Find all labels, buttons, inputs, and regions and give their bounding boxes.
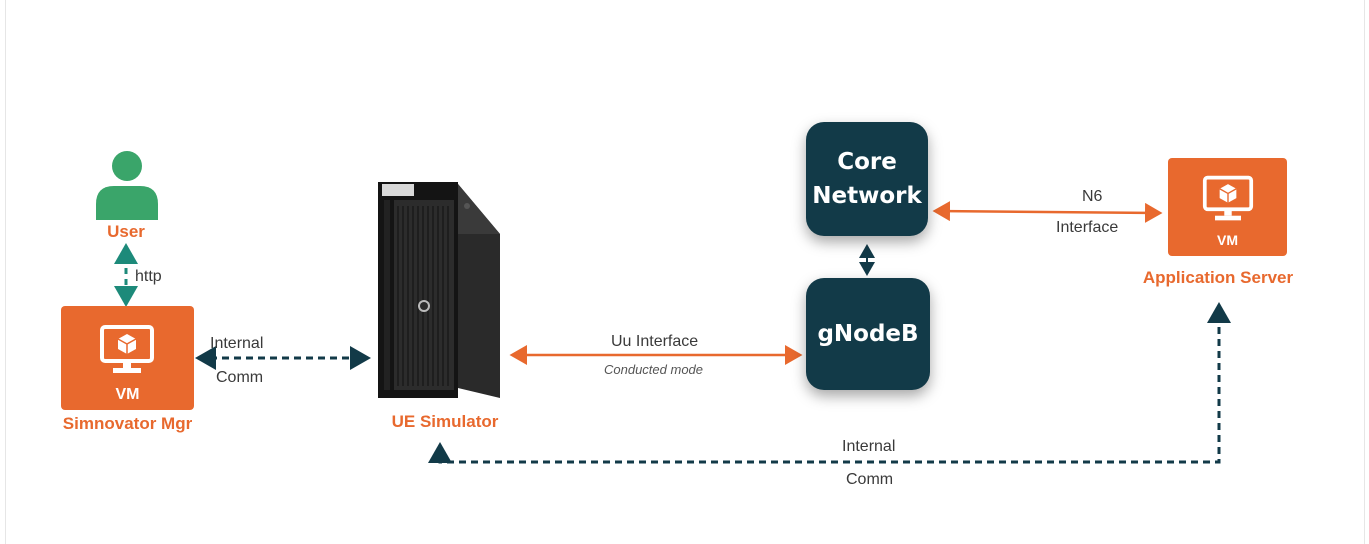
- core-network-line1: Core: [837, 149, 897, 175]
- simnovator-vm-text: VM: [115, 386, 140, 403]
- http-label: http: [135, 268, 162, 285]
- internal-comm-bottom-line1: Internal: [842, 438, 896, 455]
- app-server-label: Application Server: [1142, 268, 1294, 287]
- ue-simulator-label: UE Simulator: [391, 412, 499, 431]
- conducted-mode-label: Conducted mode: [604, 362, 704, 377]
- n6-label-line1: N6: [1082, 188, 1103, 205]
- simnovator-vm-box[interactable]: VM: [61, 306, 194, 410]
- n6-label-line2: Interface: [1056, 219, 1119, 236]
- app-server-vm-text: VM: [1217, 232, 1238, 248]
- gnodeb-label: gNodeB: [817, 321, 919, 347]
- core-network-line2: Network: [812, 183, 922, 209]
- monitor-cube-icon: [100, 325, 154, 373]
- n6-interface-link: [932, 201, 1163, 223]
- gnodeb-node[interactable]: gNodeB: [806, 278, 930, 390]
- monitor-cube-icon: [1202, 175, 1254, 221]
- app-server-vm-box[interactable]: VM: [1168, 158, 1287, 256]
- uu-interface-label: Uu Interface: [611, 333, 699, 350]
- user-label: User: [107, 222, 145, 241]
- tower-server-icon[interactable]: [372, 176, 504, 400]
- diagram-frame: [5, 0, 1365, 544]
- internal-comm-left-line1: Internal: [210, 335, 264, 352]
- user-icon: [96, 151, 158, 220]
- simnovator-label: Simnovator Mgr: [62, 414, 193, 433]
- internal-comm-bottom-line2: Comm: [846, 471, 894, 488]
- core-network-node[interactable]: Core Network: [806, 122, 928, 236]
- internal-comm-left-line2: Comm: [216, 369, 264, 386]
